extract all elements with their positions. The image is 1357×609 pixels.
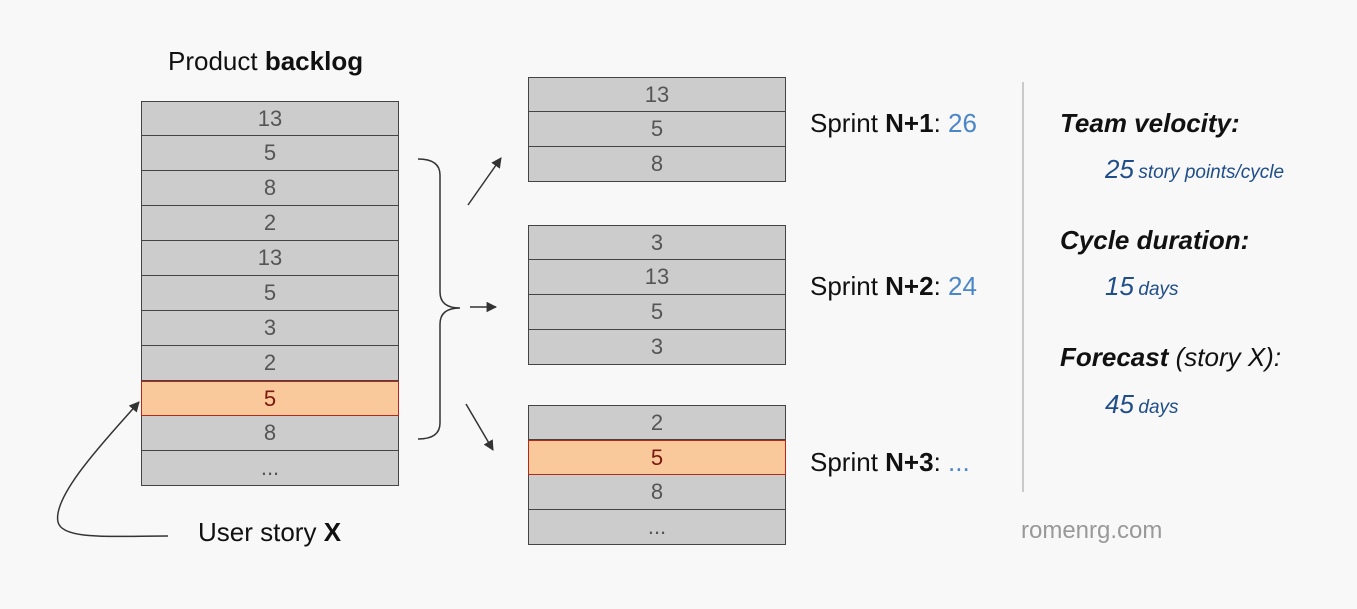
sprint-cell-highlighted: 5	[528, 440, 786, 475]
sprint-label-prefix: Sprint	[810, 108, 886, 138]
sprint-points: 24	[948, 271, 977, 301]
sprint-label-bold: N+2	[885, 271, 934, 301]
user-story-label: User story X	[198, 517, 341, 548]
arrow-user-story	[56, 401, 169, 538]
sprint-cell: 2	[528, 405, 786, 440]
duration-value: 15 days	[1105, 271, 1179, 302]
forecast-head-sub: (story X):	[1168, 342, 1282, 372]
backlog-cell: 5	[141, 276, 399, 311]
sprint-n1-label: Sprint N+1: 26	[810, 108, 977, 139]
sprint-cell: 8	[528, 475, 786, 510]
sprint-label-bold: N+3	[885, 447, 934, 477]
backlog-title: Product backlog	[168, 46, 363, 77]
backlog-cell: 13	[141, 101, 399, 136]
backlog-cell: 8	[141, 416, 399, 451]
velocity-value: 25 story points/cycle	[1105, 154, 1284, 185]
duration-number: 15	[1105, 271, 1134, 301]
velocity-heading: Team velocity:	[1060, 108, 1240, 138]
forecast-heading: Forecast (story X):	[1060, 342, 1281, 373]
backlog-cell: 3	[141, 311, 399, 346]
user-story-prefix: User story	[198, 517, 324, 547]
backlog-cell: ...	[141, 451, 399, 486]
arrow-to-sprint-n3	[465, 403, 494, 451]
velocity-unit: story points/cycle	[1138, 162, 1285, 183]
arrow-to-sprint-n1	[467, 157, 502, 206]
backlog-cell: 13	[141, 241, 399, 276]
sprint-label-sep: :	[933, 447, 949, 477]
sprint-cell: 13	[528, 77, 786, 112]
forecast-value: 45 days	[1105, 389, 1179, 420]
sprint-points: 26	[948, 108, 977, 138]
sprint-cell: 5	[528, 112, 786, 147]
backlog-title-prefix: Product	[168, 46, 265, 76]
velocity-number: 25	[1105, 154, 1134, 184]
sprint-label-prefix: Sprint	[810, 271, 886, 301]
backlog-cell: 2	[141, 206, 399, 241]
sprint-cell: 8	[528, 147, 786, 182]
sprint-label-sep: :	[933, 108, 949, 138]
sprint-n3-label: Sprint N+3: ...	[810, 447, 970, 478]
sprint-cell: ...	[528, 510, 786, 545]
backlog-brace	[417, 158, 461, 440]
forecast-number: 45	[1105, 389, 1134, 419]
user-story-bold: X	[323, 517, 342, 547]
sprint-cell: 3	[528, 225, 786, 260]
sprint-cell: 5	[528, 295, 786, 330]
duration-unit: days	[1138, 279, 1179, 300]
backlog-cell-highlighted: 5	[141, 381, 399, 416]
sprint-label-prefix: Sprint	[810, 447, 886, 477]
backlog-cell: 5	[141, 136, 399, 171]
sprint-cell: 13	[528, 260, 786, 295]
backlog-cell: 8	[141, 171, 399, 206]
sprint-cell: 3	[528, 330, 786, 365]
sprint-n2-label: Sprint N+2: 24	[810, 271, 977, 302]
forecast-head-bold: Forecast	[1060, 342, 1169, 372]
sprint-label-bold: N+1	[885, 108, 934, 138]
backlog-title-bold: backlog	[264, 46, 364, 76]
sprint-label-sep: :	[933, 271, 949, 301]
sprint-points: ...	[948, 447, 970, 477]
backlog-cell: 2	[141, 346, 399, 381]
duration-heading: Cycle duration:	[1060, 225, 1250, 255]
forecast-unit: days	[1138, 397, 1179, 418]
footer-credit: romenrg.com	[1021, 517, 1163, 544]
